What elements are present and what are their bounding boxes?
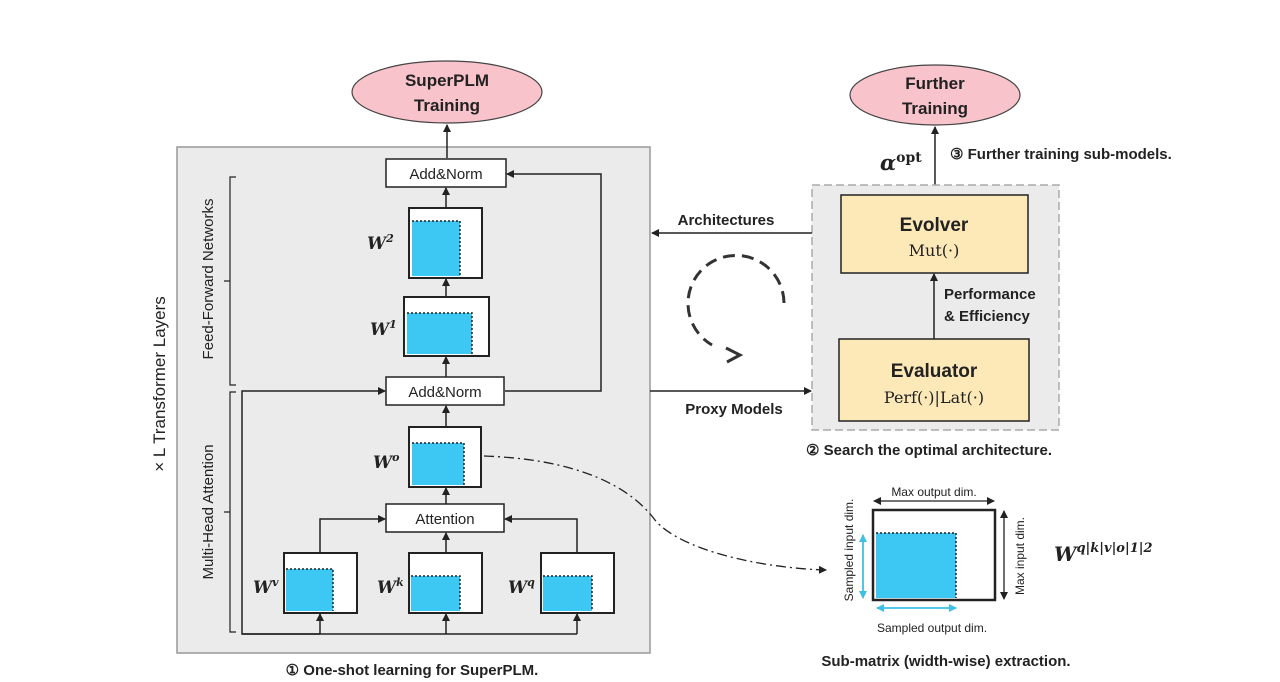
wq-label: Wq: [508, 576, 535, 598]
mha-brace: [224, 391, 236, 633]
further-training-ellipse: [849, 64, 1021, 126]
cycle-icon: [686, 253, 786, 347]
evaluator-box: [838, 338, 1030, 422]
sampled-input-label: Sampled input dim.: [842, 499, 856, 602]
mha-label: Multi-Head Attention: [200, 444, 217, 579]
w1-submatrix: [407, 313, 472, 354]
further-training-title-1: Further: [905, 74, 965, 93]
submatrix-caption: Sub-matrix (width-wise) extraction.: [821, 653, 1070, 670]
search-section: Further Training αopt ③ Further training…: [650, 64, 1172, 459]
evolver-fn: Mut(·): [909, 241, 960, 260]
attention-label: Attention: [415, 511, 474, 528]
ffn-brace: [224, 176, 236, 386]
evolver-box: [840, 194, 1029, 274]
evolver-title: Evolver: [900, 215, 969, 236]
ffn-label: Feed-Forward Networks: [200, 199, 217, 360]
submatrix-connector: [483, 455, 827, 574]
perf-efficiency-label-2: & Efficiency: [944, 308, 1031, 325]
wo-label: Wo: [373, 451, 399, 473]
search-caption: ② Search the optimal architecture.: [806, 442, 1052, 459]
alpha-opt-label: αopt: [880, 150, 922, 175]
evaluator-fn: Perf(·)|Lat(·): [884, 388, 984, 407]
w2-label: W2: [367, 232, 394, 254]
transformer-layers-label: × L Transformer Layers: [150, 296, 169, 472]
submatrix-section: Max output dim. Max input dim. Sampled i…: [821, 485, 1152, 670]
architectures-label: Architectures: [678, 212, 775, 229]
wv-label: Wv: [253, 576, 279, 598]
superplm-internal-arrows: [241, 170, 602, 635]
max-input-label: Max input dim.: [1013, 517, 1027, 595]
further-training-title-2: Training: [902, 99, 968, 118]
perf-efficiency-label-1: Performance: [944, 286, 1036, 303]
wk-submatrix: [411, 576, 460, 611]
proxy-models-label: Proxy Models: [685, 401, 783, 418]
wv-submatrix: [286, 569, 333, 611]
sampled-output-label: Sampled output dim.: [877, 621, 987, 635]
superplm-training-title-1: SuperPLM: [405, 71, 489, 90]
wq-submatrix: [543, 576, 592, 611]
superplm-panel: SuperPLM Training × L Transformer Layers…: [150, 60, 651, 679]
step3-label: ③ Further training sub-models.: [950, 146, 1172, 163]
w1-label: W1: [370, 318, 397, 340]
evaluator-title: Evaluator: [891, 361, 978, 382]
superplm-training-title-2: Training: [414, 96, 480, 115]
w-general-label: Wq|k|v|o|1|2: [1054, 541, 1153, 566]
sampled-submatrix: [876, 533, 956, 598]
max-output-label: Max output dim.: [891, 485, 976, 499]
superplm-caption: ① One-shot learning for SuperPLM.: [286, 662, 539, 679]
wk-label: Wk: [377, 576, 404, 598]
superplm-training-ellipse: [351, 60, 543, 124]
wo-submatrix: [412, 443, 464, 485]
add-norm-mid-label: Add&Norm: [408, 384, 481, 401]
attention-box: [385, 503, 505, 533]
add-norm-top-label: Add&Norm: [409, 166, 482, 183]
w2-submatrix: [412, 221, 460, 276]
